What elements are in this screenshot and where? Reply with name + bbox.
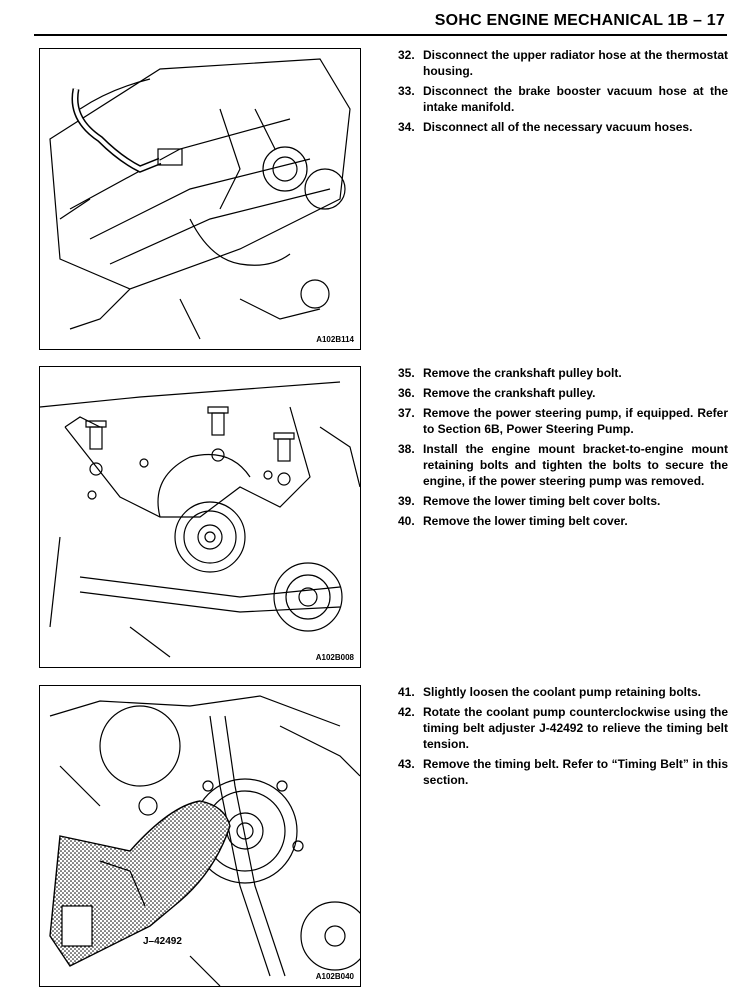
step-text: Remove the power steering pump, if equip…: [423, 406, 728, 436]
step-text: Disconnect the brake booster vacuum hose…: [423, 84, 728, 114]
tool-label: J–42492: [141, 936, 184, 947]
step-number: 41.: [398, 685, 415, 699]
figure-code: A102B008: [315, 653, 354, 662]
step-number: 34.: [398, 120, 415, 134]
coolant-pump-illustration: [49, 695, 360, 986]
step-text: Rotate the coolant pump counterclockwise…: [423, 705, 728, 751]
step-text: Remove the lower timing belt cover.: [423, 514, 628, 528]
step-item: 37. Remove the power steering pump, if eq…: [398, 405, 728, 437]
step-number: 40.: [398, 514, 415, 528]
figure-code: A102B040: [315, 972, 354, 981]
header-rule: [34, 34, 727, 36]
step-item: 35. Remove the crankshaft pulley bolt.: [398, 365, 728, 381]
step-item: 34. Disconnect all of the necessary vacuu…: [398, 119, 728, 135]
step-number: 39.: [398, 494, 415, 508]
step-item: 39. Remove the lower timing belt cover bo…: [398, 493, 728, 509]
page-title: SOHC ENGINE MECHANICAL 1B – 17: [434, 12, 725, 29]
step-number: 43.: [398, 757, 415, 771]
step-text: Slightly loosen the coolant pump retaini…: [423, 685, 702, 699]
figure-timing-belt: J–42492 A102B040: [39, 685, 361, 987]
step-text: Disconnect all of the necessary vacuum h…: [423, 120, 693, 134]
step-number: 35.: [398, 366, 415, 380]
step-text: Remove the crankshaft pulley.: [423, 386, 596, 400]
step-text: Remove the lower timing belt cover bolts…: [423, 494, 661, 508]
step-number: 42.: [398, 705, 415, 719]
engine-top-illustration: [49, 58, 351, 340]
figure-radiator-hose: A102B114: [39, 48, 361, 350]
step-item: 36. Remove the crankshaft pulley.: [398, 385, 728, 401]
steps-list: 41. Slightly loosen the coolant pump reta…: [398, 684, 728, 792]
step-text: Remove the crankshaft pulley bolt.: [423, 366, 622, 380]
step-item: 40. Remove the lower timing belt cover.: [398, 513, 728, 529]
step-item: 43. Remove the timing belt. Refer to “Tim…: [398, 756, 728, 788]
step-item: 42. Rotate the coolant pump counterclockw…: [398, 704, 728, 752]
step-number: 32.: [398, 48, 415, 62]
steps-list: 32. Disconnect the upper radiator hose at…: [398, 47, 728, 139]
step-item: 33. Disconnect the brake booster vacuum h…: [398, 83, 728, 115]
step-item: 32. Disconnect the upper radiator hose at…: [398, 47, 728, 79]
step-number: 37.: [398, 406, 415, 420]
step-item: 38. Install the engine mount bracket-to-e…: [398, 441, 728, 489]
page-header: SOHC ENGINE MECHANICAL 1B – 17: [0, 0, 749, 38]
figure-crankshaft: A102B008: [39, 366, 361, 668]
step-item: 41. Slightly loosen the coolant pump reta…: [398, 684, 728, 700]
step-number: 38.: [398, 442, 415, 456]
figure-code: A102B114: [316, 335, 354, 344]
crankshaft-cover-illustration: [40, 381, 360, 658]
steps-list: 35. Remove the crankshaft pulley bolt. 36…: [398, 365, 728, 533]
step-text: Install the engine mount bracket-to-engi…: [423, 442, 728, 488]
step-number: 33.: [398, 84, 415, 98]
step-text: Remove the timing belt. Refer to “Timing…: [423, 757, 728, 787]
step-number: 36.: [398, 386, 415, 400]
step-text: Disconnect the upper radiator hose at th…: [423, 48, 728, 78]
